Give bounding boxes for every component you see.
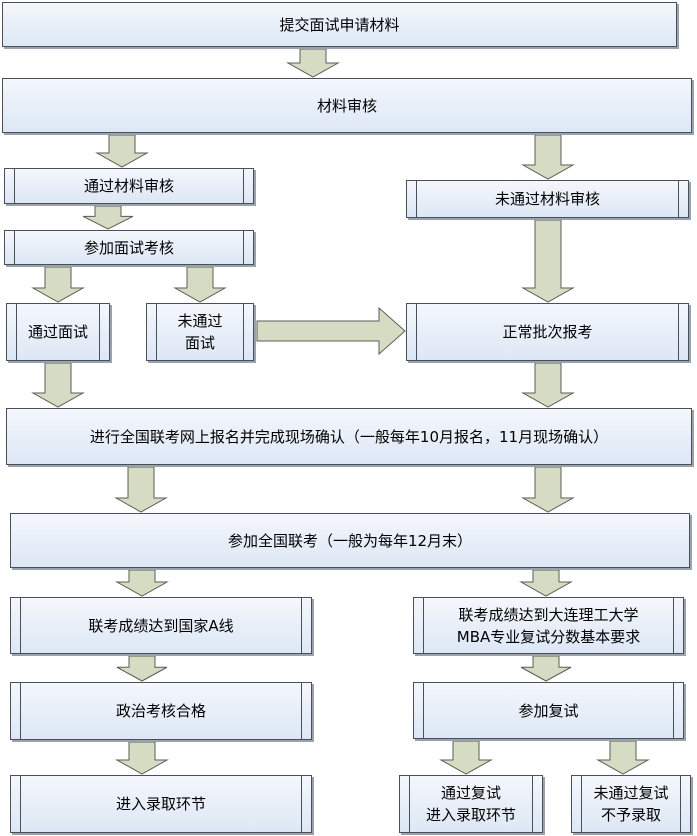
arrow-down-icon-score-a-to-political xyxy=(116,655,168,682)
take-exam-box: 参加全国联考（一般为每年12月末） xyxy=(10,513,690,568)
arrow-down-icon-attend-to-fail-interview xyxy=(173,266,227,303)
arrow-down-icon-retest-to-fail xyxy=(596,740,650,775)
submit-application-label: 提交面试申请材料 xyxy=(279,15,400,34)
arrow-down-icon-retest-to-pass xyxy=(439,740,493,775)
arrow-down-icon-exam-to-score-dlut xyxy=(519,569,573,597)
political-check-box: 政治考核合格 xyxy=(10,682,312,740)
fail-review-box: 未通过材料审核 xyxy=(406,180,689,218)
attend-retest-box: 参加复试 xyxy=(413,682,684,739)
enter-admission-box: 进入录取环节 xyxy=(10,775,312,833)
enter-admission-label: 进入录取环节 xyxy=(115,795,206,813)
pass-retest-label: 通过复试 进入录取环节 xyxy=(425,784,516,824)
attend-interview-box: 参加面试考核 xyxy=(4,230,254,265)
arrow-down-icon-exam-to-score-a xyxy=(115,569,169,597)
arrow-down-icon-fail-review-to-normal xyxy=(521,219,575,303)
attend-interview-label: 参加面试考核 xyxy=(83,238,174,257)
score-dlut-label: 联考成绩达到大连理工大学 MBA专业复试分数基本要求 xyxy=(456,605,641,646)
material-review-label: 材料审核 xyxy=(316,96,377,115)
score-line-a-box: 联考成绩达到国家A线 xyxy=(10,597,312,654)
register-online-box: 进行全国联考网上报名并完成现场确认（一般每年10月报名，11月现场确认） xyxy=(6,408,692,465)
register-online-label: 进行全国联考网上报名并完成现场确认（一般每年10月报名，11月现场确认） xyxy=(89,427,609,446)
arrow-right-icon-fail-interview-to-normal xyxy=(256,306,406,356)
arrow-down-icon-review-to-fail xyxy=(521,134,575,180)
arrow-down-icon-score-dlut-to-retest xyxy=(520,655,572,682)
fail-interview-label: 未通过 面试 xyxy=(177,312,223,352)
fail-review-label: 未通过材料审核 xyxy=(494,190,600,208)
score-dlut-box: 联考成绩达到大连理工大学 MBA专业复试分数基本要求 xyxy=(413,597,684,654)
arrow-down-icon-normal-to-register xyxy=(521,362,575,408)
political-check-label: 政治考核合格 xyxy=(115,702,206,720)
fail-retest-box: 未通过复试 不予录取 xyxy=(571,775,691,833)
arrow-down-icon-pass-to-attend xyxy=(82,205,134,230)
arrow-down-icon-register-to-exam-right xyxy=(521,466,575,513)
normal-batch-label: 正常批次报考 xyxy=(502,323,593,341)
submit-application-box: 提交面试申请材料 xyxy=(2,2,677,47)
pass-review-label: 通过材料审核 xyxy=(83,177,174,195)
arrow-down-icon-register-to-exam-left xyxy=(114,466,168,513)
arrow-down-icon-review-to-pass xyxy=(95,134,149,168)
arrow-down-icon-submit-to-review xyxy=(286,48,340,78)
normal-batch-box: 正常批次报考 xyxy=(406,303,689,361)
arrow-down-icon-political-to-admission xyxy=(115,741,169,775)
attend-retest-label: 参加复试 xyxy=(518,701,579,720)
arrow-down-icon-attend-to-pass-interview xyxy=(31,266,85,303)
take-exam-label: 参加全国联考（一般为每年12月末） xyxy=(227,531,473,550)
fail-retest-label: 未通过复试 不予录取 xyxy=(593,784,669,824)
pass-review-box: 通过材料审核 xyxy=(4,168,254,204)
arrow-down-icon-pass-interview-to-register xyxy=(31,362,85,408)
pass-retest-box: 通过复试 进入录取环节 xyxy=(399,775,543,833)
pass-interview-label: 通过面试 xyxy=(27,323,88,341)
material-review-box: 材料审核 xyxy=(2,78,692,133)
fail-interview-box: 未通过 面试 xyxy=(146,303,254,361)
score-line-a-label: 联考成绩达到国家A线 xyxy=(88,616,234,635)
pass-interview-box: 通过面试 xyxy=(6,303,110,361)
